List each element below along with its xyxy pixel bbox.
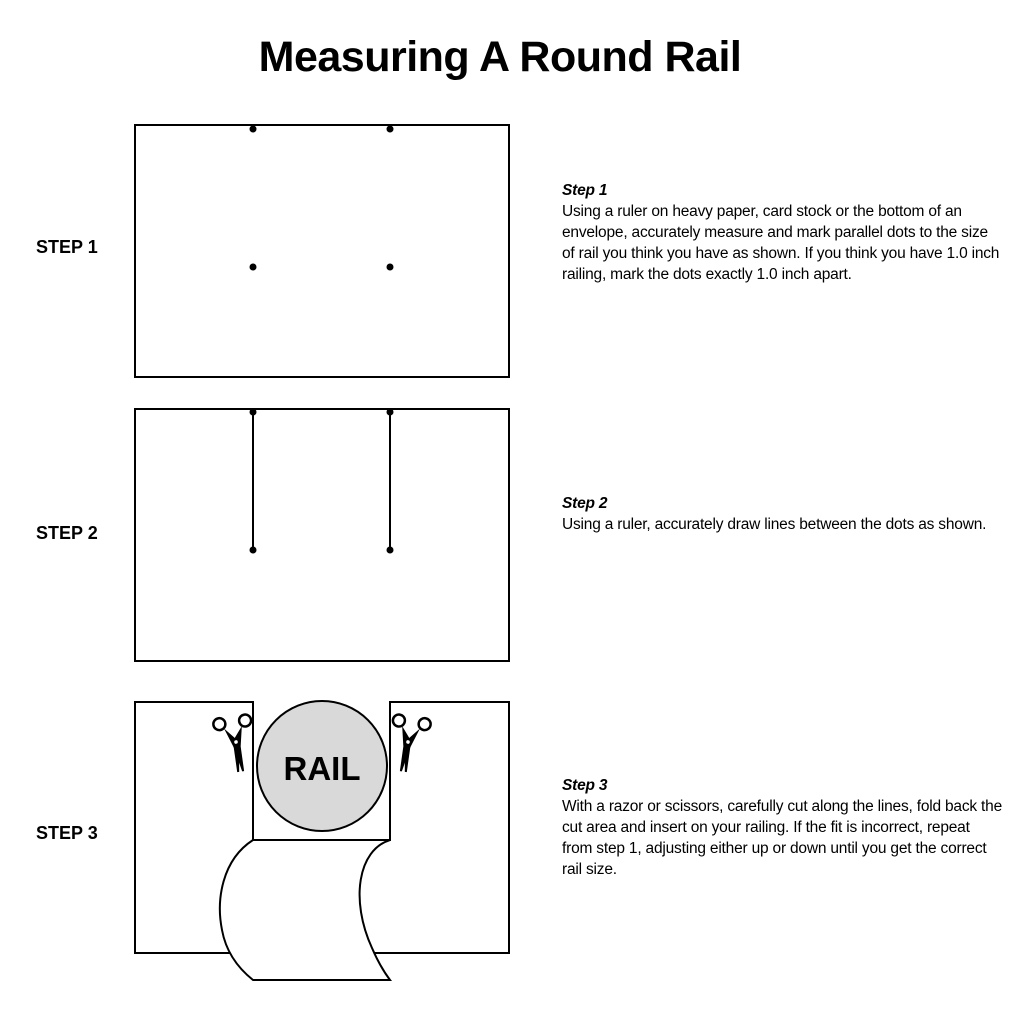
mark-dot <box>249 408 257 416</box>
mark-dot <box>249 125 257 133</box>
mark-dot <box>249 263 257 271</box>
step-3-text: With a razor or scissors, carefully cut … <box>562 798 1003 878</box>
page-title: Measuring A Round Rail <box>258 33 742 81</box>
step-2-diagram <box>134 408 510 662</box>
mark-dot <box>386 408 394 416</box>
step-2-heading: Step 2 <box>562 495 608 512</box>
step-1-label: STEP 1 <box>36 237 98 257</box>
step-2-text: Using a ruler, accurately draw lines bet… <box>562 516 987 533</box>
mark-dot <box>386 125 394 133</box>
step-3-instructions: Step 3 With a razor or scissors, careful… <box>562 775 1002 880</box>
mark-dot <box>249 546 257 554</box>
step-2-instructions: Step 2 Using a ruler, accurately draw li… <box>562 493 1002 535</box>
scissors-icon <box>212 713 253 773</box>
step-3-heading: Step 3 <box>562 777 608 794</box>
step-3-diagram <box>134 700 510 981</box>
mark-dot <box>386 546 394 554</box>
rail-label: RAIL <box>284 750 361 787</box>
paper-sheet <box>134 124 510 378</box>
folded-flap <box>218 839 392 981</box>
rail-cross-section <box>256 700 388 832</box>
step-2-label: STEP 2 <box>36 523 98 543</box>
paper-sheet <box>134 408 510 662</box>
mark-dot <box>386 263 394 271</box>
step-1-heading: Step 1 <box>562 182 608 199</box>
step-1-text: Using a ruler on heavy paper, card stock… <box>562 203 1000 283</box>
scissors-icon <box>391 713 432 773</box>
step-1-instructions: Step 1 Using a ruler on heavy paper, car… <box>562 180 1002 285</box>
step-3-label: STEP 3 <box>36 823 98 843</box>
step-1-diagram <box>134 124 510 378</box>
